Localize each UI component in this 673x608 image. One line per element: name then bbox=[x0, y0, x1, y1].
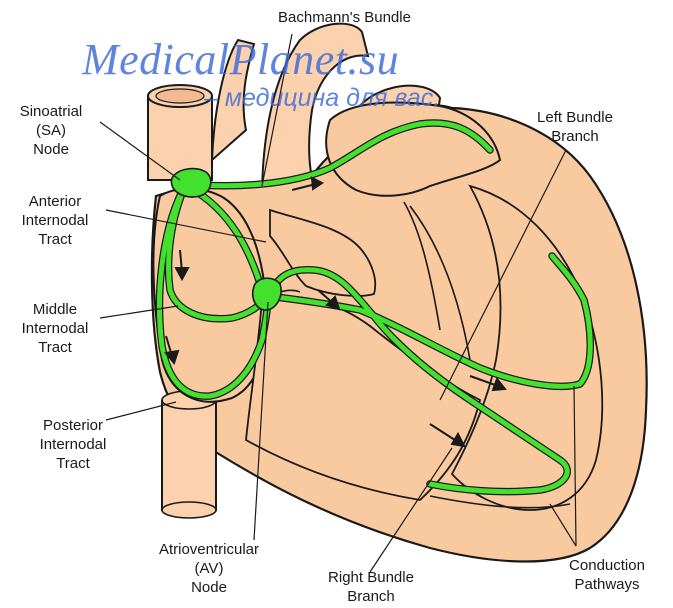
inferior-vena-cava bbox=[162, 391, 216, 518]
label-sa-node: Sinoatrial (SA) Node bbox=[8, 102, 94, 159]
watermark-site: MedicalPlanet.su bbox=[82, 36, 399, 84]
label-middle-internodal-tract: Middle Internodal Tract bbox=[12, 300, 98, 357]
label-left-bundle-branch: Left Bundle Branch bbox=[520, 108, 630, 146]
label-anterior-internodal-tract: Anterior Internodal Tract bbox=[12, 192, 98, 249]
label-posterior-internodal-tract: Posterior Internodal Tract bbox=[30, 416, 116, 473]
label-right-bundle-branch: Right Bundle Branch bbox=[316, 568, 426, 606]
label-conduction-pathways: Conduction Pathways bbox=[552, 556, 662, 594]
label-av-node: Atrioventricular (AV) Node bbox=[134, 540, 284, 597]
sa-node bbox=[171, 169, 210, 197]
watermark-tagline: – медицина для вас. bbox=[204, 84, 440, 112]
superior-vena-cava bbox=[148, 85, 212, 180]
label-bachmanns-bundle: Bachmann's Bundle bbox=[278, 8, 411, 27]
